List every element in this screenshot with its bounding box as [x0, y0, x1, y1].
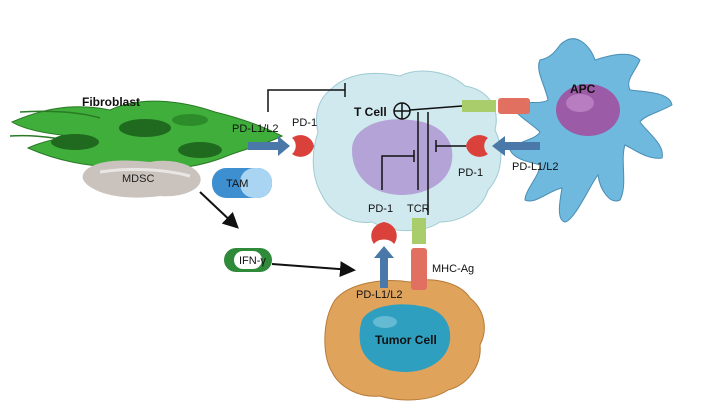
fibro-pd1-receptor: [292, 135, 314, 157]
apc-tcr-receptor: [462, 100, 496, 112]
mhc-label: MHC-Ag: [432, 263, 474, 275]
tcell-signal-lines: [381, 105, 466, 215]
tumor-cell-label: Tumor Cell: [375, 333, 437, 347]
mdsc-cell: [82, 160, 201, 198]
tumor-pd1-label: PD-1: [368, 203, 393, 215]
fibro-pdl-arrow: [248, 136, 290, 156]
apc-pd1-receptor: [466, 135, 488, 157]
fibro-pd1-label: PD-1: [292, 117, 317, 129]
tumor-mhc-complex: [411, 248, 427, 290]
tumor-pd1-receptor: [371, 222, 397, 244]
tcr-label: TCR: [407, 203, 430, 215]
mdsc-label: MDSC: [122, 173, 154, 185]
fibroblast-inhibition-line: [267, 83, 346, 112]
apc-cell: [509, 38, 673, 223]
apc-pdl-label: PD-L1/L2: [512, 161, 558, 173]
apc-pd1-label: PD-1: [458, 167, 483, 179]
t-cell-label: T Cell: [354, 105, 387, 119]
ifn-gamma-pill: [224, 248, 272, 272]
tumor-pdl-label: PD-L1/L2: [356, 289, 402, 301]
fibroblast-label: Fibroblast: [82, 95, 140, 109]
apc-pdl-arrow: [492, 136, 540, 156]
tumor-tcr-receptor: [412, 218, 426, 244]
mdsc-to-ifn-arrow: [199, 191, 239, 229]
tumor-cell: [324, 279, 485, 401]
apc-label: APC: [570, 82, 596, 96]
ifn-label: IFN-γ: [239, 255, 266, 267]
ifn-to-tcell-arrow: [271, 261, 356, 278]
fibro-pdl-label: PD-L1/L2: [232, 123, 278, 135]
apc-mhc-complex: [498, 98, 530, 114]
fibroblast-cell: [9, 100, 284, 170]
tam-label: TAM: [226, 178, 248, 190]
tumor-pdl-arrow: [374, 246, 394, 288]
activation-plus-icon: [393, 102, 411, 120]
tam-cell: [212, 168, 272, 198]
